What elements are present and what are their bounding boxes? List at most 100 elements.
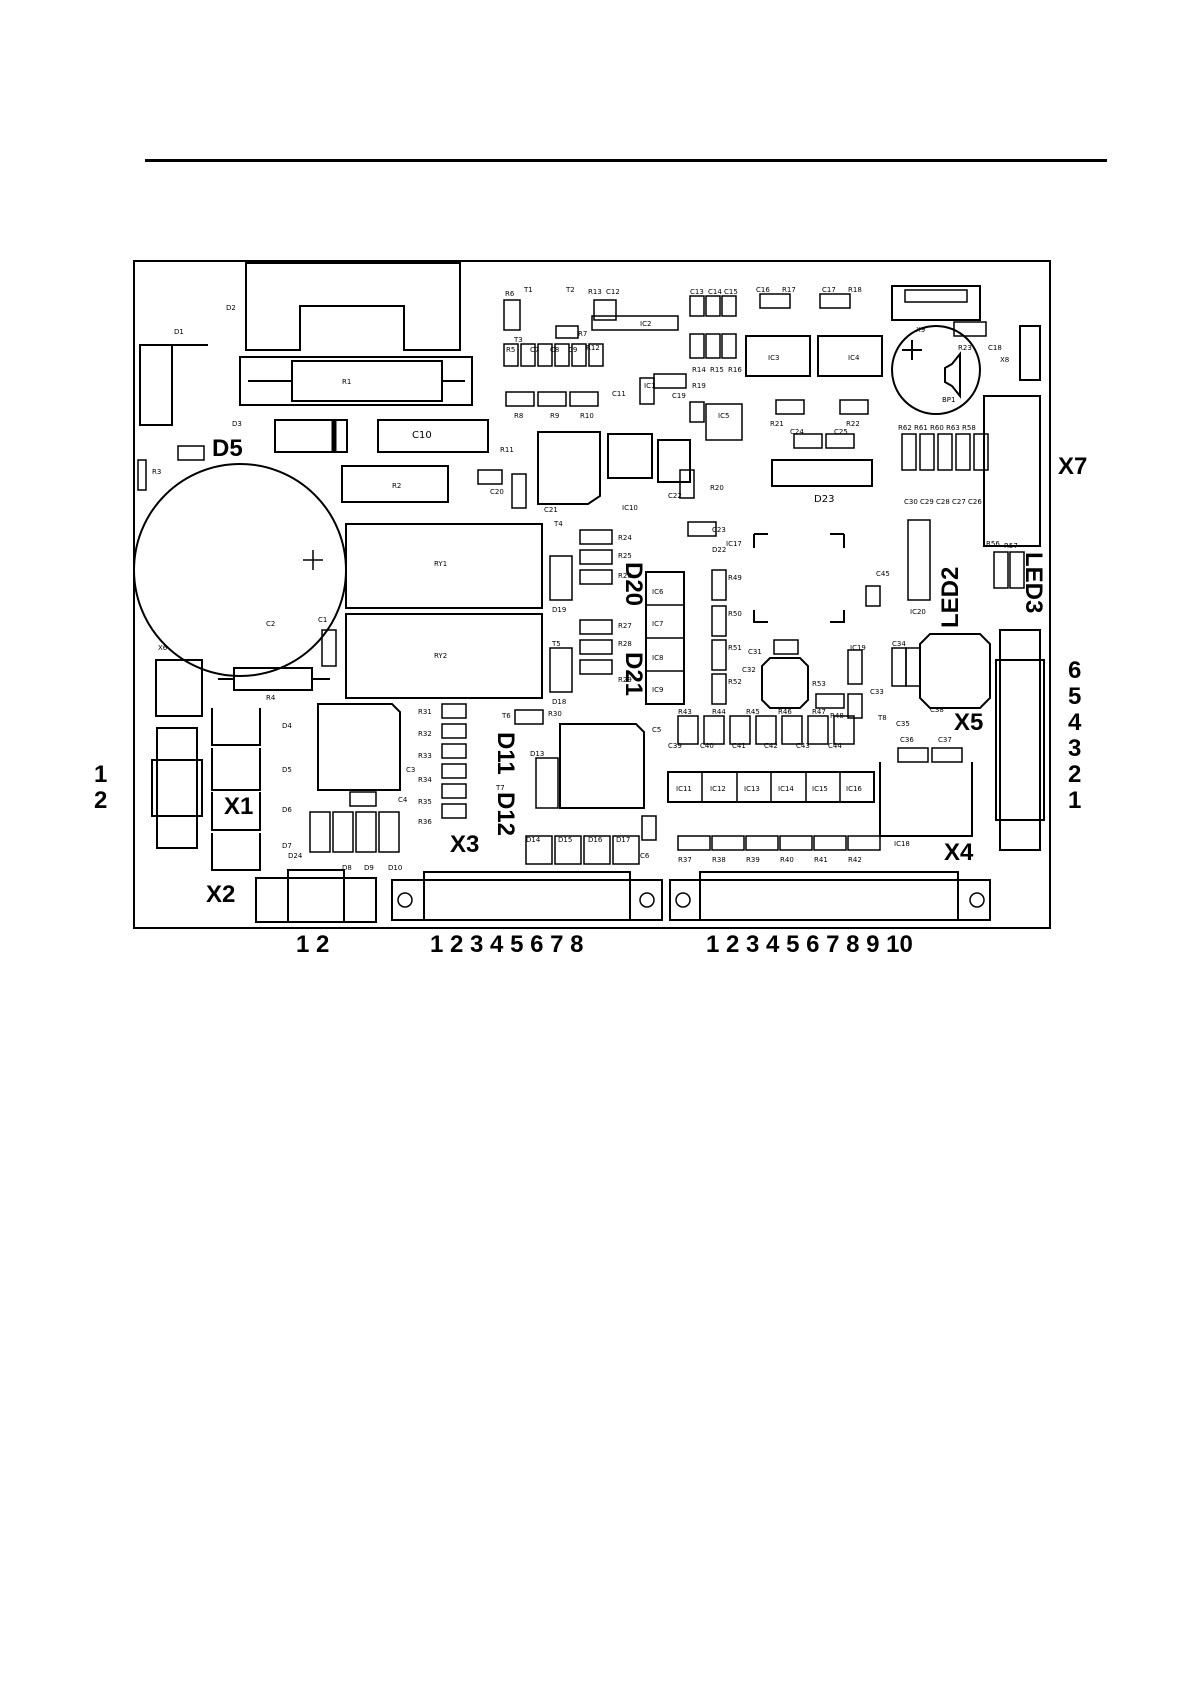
component-label: R22	[846, 420, 860, 428]
component-label: R11	[500, 446, 514, 454]
x2-connector	[255, 877, 377, 923]
component-label: C12	[606, 288, 620, 296]
component-label: C38	[930, 706, 944, 714]
component-label: R56	[986, 540, 1000, 548]
component-label: R9	[550, 412, 559, 420]
x7-connector	[983, 395, 1041, 547]
component-label: D4	[282, 722, 292, 730]
component-label: T8	[877, 714, 887, 722]
component-label: IC17	[726, 540, 742, 548]
component-label: R17	[782, 286, 796, 294]
component-label: IC16	[846, 785, 862, 793]
component-label: R46	[778, 708, 792, 716]
component-label: C40	[700, 742, 714, 750]
component-label: C41	[732, 742, 746, 750]
x5-connector	[999, 629, 1041, 851]
relay-ry2	[345, 613, 543, 699]
component-label: R25	[618, 552, 632, 560]
designator-x3: X3	[450, 831, 479, 858]
component-label: R44	[712, 708, 726, 716]
x1-pin-2: 2	[94, 787, 107, 814]
component-label: C25	[834, 428, 848, 436]
component-label: R49	[728, 574, 742, 582]
designator-x7: X7	[1058, 453, 1087, 480]
component-label: C21	[544, 506, 558, 514]
component-label: R51	[728, 644, 742, 652]
component-label: X8	[1000, 356, 1009, 364]
designator-x2: X2	[206, 881, 235, 908]
component-label: C32	[742, 666, 756, 674]
component-label: R1	[342, 378, 351, 386]
component-label: R6	[505, 290, 515, 298]
x4-connector	[669, 879, 991, 921]
component-label: R19	[692, 382, 706, 390]
component-label: X9	[916, 326, 925, 334]
component-label: C20	[490, 488, 504, 496]
header-rule	[145, 159, 1107, 162]
component-label: T1	[523, 286, 533, 294]
component-label: IC7	[652, 620, 663, 628]
x3-pin-numbers: 1 2 3 4 5 6 7 8	[430, 931, 583, 958]
designator-x1: X1	[224, 793, 253, 820]
component-label: C4	[398, 796, 408, 804]
component-label: R42	[848, 856, 862, 864]
component-label: R12	[586, 344, 600, 352]
component-label: T5	[551, 640, 561, 648]
component-label: R15	[710, 366, 724, 374]
component-label: IC19	[850, 644, 866, 652]
component-label: C11	[612, 390, 626, 398]
component-label: T3	[513, 336, 523, 344]
designator-led2: LED2	[937, 567, 964, 628]
component-label: R47	[812, 708, 826, 716]
component-label: R3	[152, 468, 161, 476]
component-label: R16	[728, 366, 742, 374]
component-label: R62	[898, 424, 912, 432]
component-label: R4	[266, 694, 276, 702]
component-label: D24	[288, 852, 303, 860]
component-label: T7	[495, 784, 505, 792]
d2-outline	[245, 262, 461, 351]
component-label: RY1	[434, 560, 447, 568]
component-label: R7	[578, 330, 587, 338]
x4-pin-numbers: 1 2 3 4 5 6 7 8 9 10	[706, 931, 913, 958]
component-label: R50	[728, 610, 742, 618]
component-label: R5	[506, 346, 515, 354]
component-label: C19	[672, 392, 686, 400]
component-label: R23	[958, 344, 972, 352]
d3-body	[274, 419, 348, 453]
x5-pin-6: 6	[1068, 657, 1081, 684]
component-label: C29	[920, 498, 934, 506]
d1-outline	[139, 344, 208, 426]
x5-pin-4: 4	[1068, 709, 1082, 736]
component-label: R63	[946, 424, 960, 432]
r2-body	[341, 465, 449, 503]
component-label: R36	[418, 818, 432, 826]
relay-ry1	[345, 523, 543, 609]
r1-core	[291, 360, 443, 402]
component-label: IC18	[894, 840, 910, 848]
component-label: D7	[282, 842, 292, 850]
designator-x5: X5	[954, 709, 983, 736]
component-label: D1	[174, 328, 184, 336]
x5-pin-1: 1	[1068, 787, 1081, 814]
component-label: IC8	[652, 654, 663, 662]
designator-d20: D20	[620, 562, 647, 606]
component-label: R10	[580, 412, 594, 420]
component-label: R32	[418, 730, 432, 738]
component-label: R14	[692, 366, 706, 374]
component-label: C44	[828, 742, 842, 750]
component-label: D17	[616, 836, 630, 844]
component-label: R21	[770, 420, 784, 428]
component-label: R40	[780, 856, 794, 864]
ic4	[817, 335, 883, 377]
x3-connector	[391, 879, 663, 921]
component-label: D14	[526, 836, 541, 844]
component-label: D19	[552, 606, 566, 614]
x1-connector	[156, 727, 198, 849]
component-label: T2	[565, 286, 575, 294]
component-label: IC13	[744, 785, 760, 793]
component-label: D5	[282, 766, 292, 774]
component-label: R53	[812, 680, 826, 688]
component-label: D15	[558, 836, 572, 844]
